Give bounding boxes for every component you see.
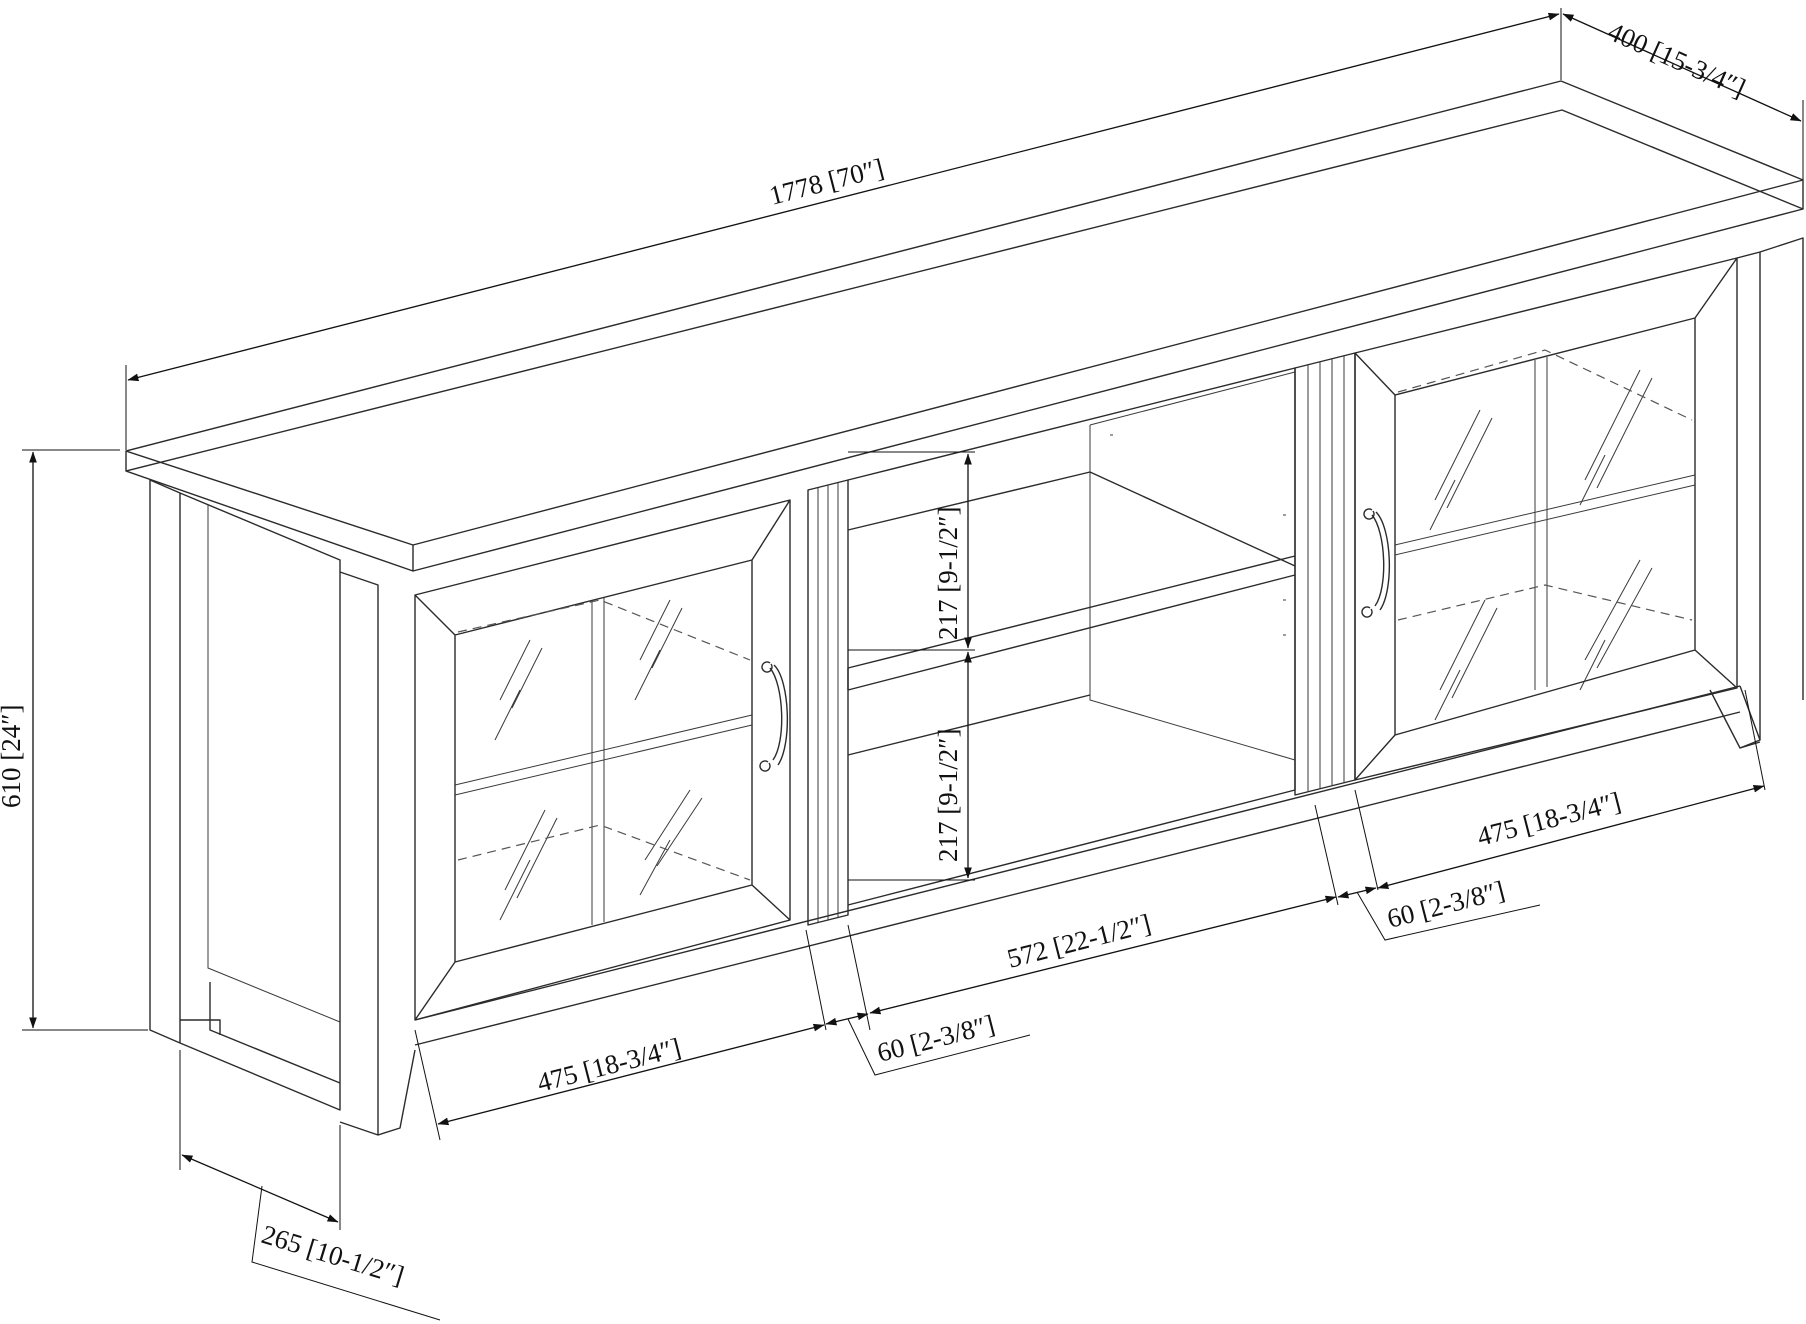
right-stile-extension (1354, 789, 1379, 891)
top-right-edge (412, 179, 1804, 572)
right-door-muntins (1394, 357, 1696, 690)
depth-top-label: 400 [15-3/4″] (1604, 16, 1750, 103)
left-stile (807, 479, 849, 926)
right-door-glass-reflections (1429, 369, 1653, 721)
center-opening-extension (1314, 804, 1339, 906)
right-door-extension (1744, 689, 1766, 791)
shelf-pin-holes (1110, 434, 1286, 636)
top-surface (125, 80, 1804, 472)
bottom-rail (414, 685, 1761, 1046)
dimension-lines (22, 8, 1804, 1321)
left-side-inner (207, 505, 341, 1023)
height-label: 610 [24″] (0, 705, 26, 808)
right-door (1354, 257, 1738, 781)
right-stile-width-label: 60 [2-3/8″] (1384, 875, 1508, 934)
center-opening-width-line (869, 895, 1337, 1015)
right-door-width-label: 475 [18-3/4″] (1474, 786, 1624, 852)
depth-base-line (181, 1154, 339, 1223)
right-door-width-line (1377, 784, 1765, 890)
left-stile-leader (847, 1018, 1031, 1076)
upper-shelf (847, 471, 1296, 691)
left-back-leg (180, 982, 341, 1084)
tv-stand-outline (125, 80, 1804, 1136)
right-door-handle (1361, 508, 1391, 618)
left-stile-grooves (817, 483, 839, 922)
top-front-edge (125, 450, 414, 572)
lower-shelf-height-label: 217 [9-1/2″] (933, 729, 963, 862)
overall-width-extension (125, 8, 1562, 450)
left-stile-width-line (825, 1012, 869, 1026)
lower-shelf-line (847, 694, 1091, 756)
center-opening (847, 367, 1296, 906)
center-opening-width-label: 572 [22-1/2″] (1004, 908, 1154, 974)
left-door-extension (414, 929, 827, 1141)
dimension-labels: 1778 [70″] 400 [15-3/4″] 610 [24″] 265 [… (0, 16, 1750, 1291)
left-door (414, 499, 791, 1021)
right-end-panel (1736, 237, 1804, 740)
left-end-panel (149, 479, 341, 1111)
right-stile (1294, 352, 1356, 796)
center-back-panel (1089, 371, 1296, 761)
left-door-width-label: 475 [18-3/4″] (534, 1032, 684, 1098)
left-stile-extension (847, 924, 871, 1031)
height-extension (22, 449, 148, 1031)
right-stile-leader (1356, 891, 1541, 941)
left-door-width-line (437, 1023, 825, 1126)
left-door-handle (759, 661, 789, 772)
depth-base-label: 265 [10-1/2″] (258, 1219, 407, 1291)
right-front-leg (1709, 689, 1761, 749)
left-door-muntins (454, 597, 753, 925)
left-door-glass-reflections (494, 599, 703, 921)
upper-shelf-height-label: 217 [9-1/2″] (933, 507, 963, 640)
depth-base-extension (179, 1050, 341, 1230)
depth-base-leader (251, 1185, 441, 1321)
left-door-hidden-shelf (457, 599, 751, 881)
overall-width-line (127, 12, 1560, 382)
right-stile-grooves (1307, 356, 1345, 792)
overall-width-label: 1778 [70″] (766, 153, 887, 211)
left-front-leg (339, 571, 416, 1136)
shelf-height-extension (848, 451, 975, 881)
depth-top-line (1562, 13, 1802, 122)
